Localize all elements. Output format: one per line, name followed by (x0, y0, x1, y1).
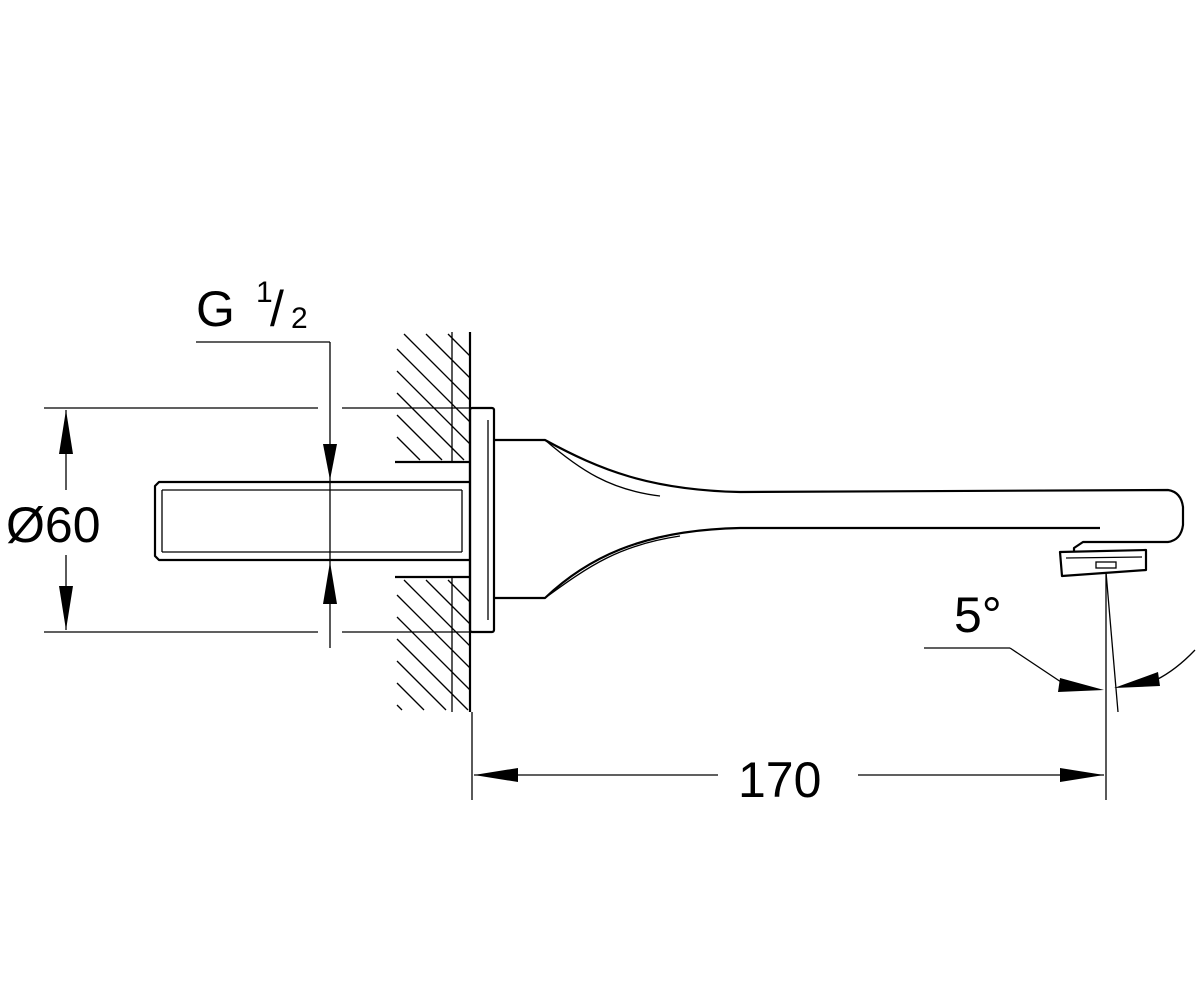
connection-pipe (153, 460, 470, 579)
length-label: 170 (738, 752, 821, 808)
hatch-line (396, 392, 465, 461)
wall (396, 332, 472, 712)
spout (468, 406, 1185, 634)
angle-label: 5° (954, 587, 1002, 643)
aerator-outlet (1095, 561, 1117, 569)
thread-slash-label: / (270, 281, 284, 337)
angle-arrow-right (1114, 672, 1160, 688)
hatch-line (396, 436, 421, 461)
thread-arrow-top (323, 444, 337, 480)
hatch-line (396, 704, 403, 711)
thread-arrow-bottom (323, 562, 337, 604)
spout-upper-facet (544, 439, 661, 497)
aerator-inner-line (1065, 556, 1143, 559)
aerator (1058, 548, 1148, 578)
diameter-label: Ø60 (6, 497, 101, 553)
hatch-line (396, 682, 425, 711)
hatch-line (447, 333, 471, 357)
diameter-dimension: Ø60 (6, 407, 470, 633)
spout-rosette (468, 406, 496, 634)
wall-hatching-lower (396, 579, 471, 711)
pipe-outline (153, 480, 470, 562)
thread-denominator-label: 2 (291, 302, 308, 335)
angle-tilted-reference (1105, 571, 1119, 713)
hatch-line (403, 579, 471, 647)
angle-arc-right (1155, 649, 1196, 681)
hatch-line (447, 579, 471, 603)
angle-arc-left (1009, 647, 1065, 685)
hatch-line (425, 579, 471, 625)
thread-numerator-label: 1 (256, 276, 273, 309)
thread-dimension: G 1 / 2 (196, 276, 337, 648)
thread-letter-label: G (196, 281, 235, 337)
hatch-line (403, 333, 471, 401)
length-arrow-left (474, 768, 518, 782)
length-arrow-right (1060, 768, 1104, 782)
hatch-line (396, 638, 469, 711)
hatch-line (396, 616, 471, 691)
angle-arrow-left (1058, 678, 1104, 692)
spout-bottom-outline (494, 526, 1100, 600)
spout-lower-facet (544, 535, 681, 599)
spout-top-outline (494, 438, 1185, 552)
hatch-line (396, 414, 443, 461)
hatch-line (425, 333, 471, 379)
length-dimension: 170 (471, 712, 1104, 808)
wall-hatching-upper (396, 333, 471, 461)
hatch-line (396, 348, 471, 423)
diameter-arrow-bottom (59, 586, 73, 630)
hatch-line (396, 660, 447, 711)
diameter-arrow-top (59, 410, 73, 454)
angle-dimension: 5° (924, 571, 1196, 800)
